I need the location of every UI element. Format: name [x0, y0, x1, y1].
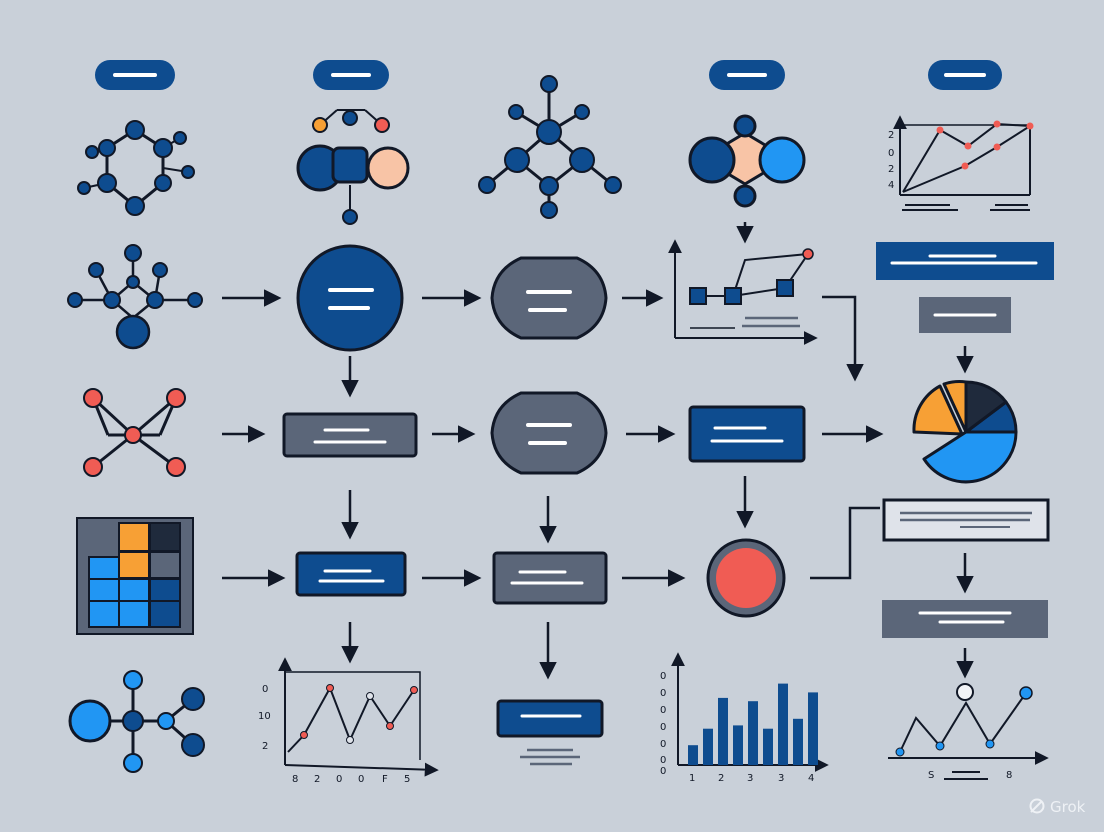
flow-connector — [810, 506, 880, 580]
output-node-slate — [882, 600, 1048, 638]
column-header-pill — [928, 60, 1002, 90]
bar — [808, 692, 818, 765]
x-tick-label: S — [928, 770, 934, 781]
flow-arrows — [222, 222, 974, 680]
x-tick-label: F — [382, 774, 388, 785]
y-tick-label: 0 — [660, 688, 666, 699]
x-tick-label: 8 — [1006, 770, 1012, 781]
label-node-small — [919, 297, 1011, 333]
title-bar-node — [876, 242, 1054, 280]
summary-bar-node — [496, 699, 604, 766]
y-tick-label: 2 — [888, 164, 894, 175]
x-tick-label: 3 — [747, 773, 753, 784]
x-tick-label: 3 — [778, 773, 784, 784]
bar — [748, 701, 758, 765]
process-node-octagon — [490, 256, 608, 340]
fused-molecule-icon — [688, 114, 806, 208]
x-tick-label: 0 — [358, 774, 364, 785]
terminal-node-circle — [706, 538, 786, 618]
bar-chart: 0 0 0 0 0 0 0 1 2 3 3 4 — [660, 652, 829, 784]
y-tick-label: 10 — [258, 711, 271, 722]
column-header-pill — [709, 60, 785, 90]
y-tick-label: 0 — [660, 722, 666, 733]
x-tick-label: 0 — [336, 774, 342, 785]
process-node-rect — [688, 405, 806, 463]
hexagon-molecule-icon — [77, 120, 195, 216]
step-chart-icon — [668, 239, 818, 345]
cross-molecule-icon — [83, 388, 186, 477]
column-header-pill — [313, 60, 389, 90]
x-tick-label: 2 — [314, 774, 320, 785]
bar — [703, 728, 713, 765]
bar — [793, 718, 803, 765]
branched-molecule-icon — [478, 75, 622, 219]
star-network-icon — [68, 670, 205, 773]
x-tick-label: 1 — [689, 773, 695, 784]
line-chart-icon: 2 0 2 4 — [888, 115, 1034, 211]
x-tick-label: 5 — [404, 774, 410, 785]
y-tick-label: 0 — [660, 766, 666, 777]
bar — [763, 728, 773, 765]
y-tick-label: 2 — [262, 741, 268, 752]
y-tick-label: 0 — [262, 684, 268, 695]
heatmap-icon — [76, 517, 194, 635]
process-node-octagon — [490, 391, 608, 475]
y-tick-label: 0 — [888, 148, 894, 159]
y-tick-label: 0 — [660, 739, 666, 750]
process-node-rect — [295, 551, 407, 597]
y-tick-label: 0 — [660, 671, 666, 682]
y-tick-label: 0 — [660, 755, 666, 766]
bar — [778, 683, 788, 765]
bar — [688, 745, 698, 765]
mid-line-chart: 0 10 2 8 2 0 0 F 5 — [258, 657, 439, 785]
flow-arrow — [822, 295, 864, 382]
pie-chart-icon — [912, 380, 1018, 484]
x-tick-label: 2 — [718, 773, 724, 784]
network-icon — [67, 244, 203, 350]
process-node-rect — [282, 412, 418, 458]
watermark-text: Grok — [1050, 798, 1086, 816]
column-header-pill — [95, 60, 175, 90]
x-tick-label: 4 — [808, 773, 814, 784]
output-node-light — [882, 498, 1050, 542]
y-tick-label: 4 — [888, 180, 894, 191]
bar — [733, 725, 743, 765]
bottom-line-chart: S 8 — [888, 683, 1049, 781]
process-node-rect — [492, 551, 608, 605]
x-tick-label: 8 — [292, 774, 298, 785]
bar — [718, 697, 728, 765]
ring-molecule-icon — [296, 109, 410, 225]
y-tick-label: 2 — [888, 130, 894, 141]
y-tick-label: 0 — [660, 705, 666, 716]
process-node-circle — [296, 244, 404, 352]
watermark: Grok — [1029, 798, 1086, 816]
